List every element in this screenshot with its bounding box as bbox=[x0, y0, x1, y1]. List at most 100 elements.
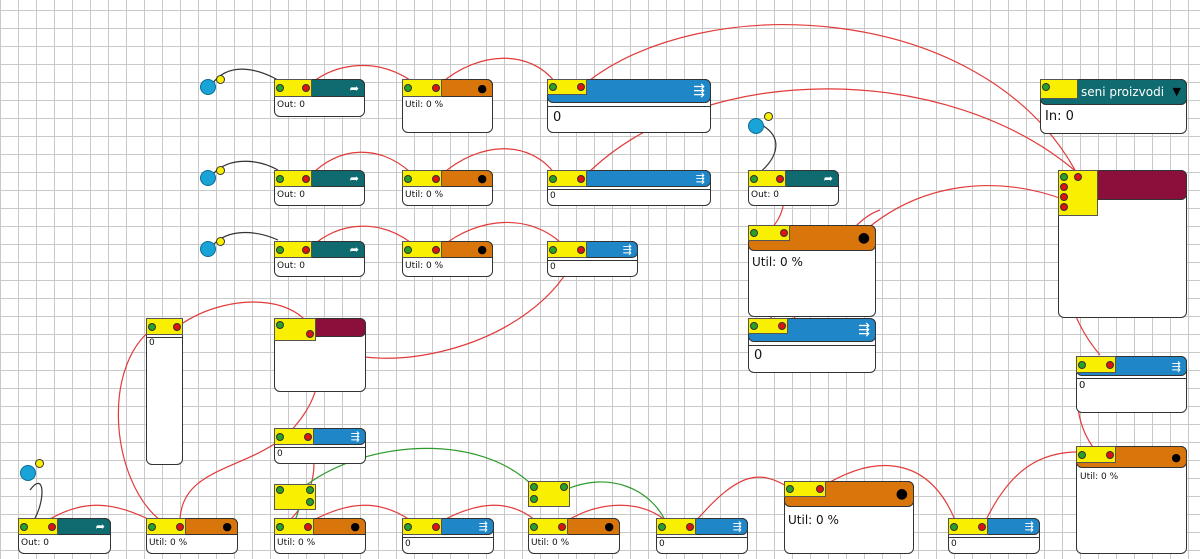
port-red[interactable] bbox=[1060, 183, 1068, 191]
queue-block-3[interactable]: ⇶ 0 bbox=[547, 241, 638, 277]
port-box[interactable] bbox=[656, 518, 696, 535]
processor-block-4[interactable]: ● Util: 0 % bbox=[748, 225, 876, 317]
port-red[interactable] bbox=[577, 175, 585, 183]
generator-block-2[interactable]: ➦ Out: 0 bbox=[274, 170, 365, 206]
source-knob-2[interactable] bbox=[216, 166, 225, 175]
port-box[interactable] bbox=[528, 518, 568, 535]
port-red[interactable] bbox=[432, 523, 440, 531]
processor-block-8[interactable]: ● Util: 0 % bbox=[784, 481, 914, 554]
source-node-4[interactable] bbox=[748, 118, 764, 134]
port-red[interactable] bbox=[1106, 361, 1114, 369]
queue-block-1[interactable]: ⇶ 0 bbox=[547, 79, 711, 133]
port-green[interactable] bbox=[404, 175, 412, 183]
processor-block-2[interactable]: ● Util: 0 % bbox=[402, 170, 493, 206]
port-green[interactable] bbox=[1042, 83, 1050, 91]
port-green[interactable] bbox=[404, 84, 412, 92]
processor-block-1[interactable]: ● Util: 0 % bbox=[402, 79, 493, 133]
port-red[interactable] bbox=[432, 84, 440, 92]
source-node-2[interactable] bbox=[200, 170, 216, 186]
queue-block-10[interactable]: 0 bbox=[146, 318, 183, 465]
port-green[interactable] bbox=[276, 84, 284, 92]
port-red[interactable] bbox=[432, 246, 440, 254]
port-red[interactable] bbox=[816, 485, 824, 493]
processor-block-6[interactable]: ● Util: 0 % bbox=[274, 518, 366, 554]
queue-block-6[interactable]: ⇶ 0 bbox=[274, 428, 366, 464]
source-knob-3[interactable] bbox=[216, 237, 225, 246]
generator-block-1[interactable]: ➦ Out: 0 bbox=[274, 79, 365, 117]
port-box[interactable] bbox=[402, 170, 442, 187]
port-green[interactable] bbox=[750, 322, 758, 330]
port-red[interactable] bbox=[306, 330, 314, 338]
port-green[interactable] bbox=[276, 486, 284, 494]
port-green[interactable] bbox=[276, 433, 284, 441]
port-red[interactable] bbox=[302, 84, 310, 92]
port-green[interactable] bbox=[549, 83, 557, 91]
splitter-block-1[interactable] bbox=[274, 484, 316, 510]
generator-block-4[interactable]: ➦ Out: 0 bbox=[748, 170, 839, 206]
queue-block-5[interactable]: ⇶ 0 bbox=[1076, 356, 1187, 413]
port-green[interactable] bbox=[750, 175, 758, 183]
port-green[interactable] bbox=[1060, 173, 1068, 181]
port-red[interactable] bbox=[176, 523, 184, 531]
port-red[interactable] bbox=[780, 229, 788, 237]
generator-block-5[interactable]: ➦ Out: 0 bbox=[18, 518, 111, 554]
port-green[interactable] bbox=[1078, 361, 1086, 369]
port-green[interactable] bbox=[549, 246, 557, 254]
port-green[interactable] bbox=[950, 523, 958, 531]
port-green[interactable] bbox=[404, 246, 412, 254]
port-red[interactable] bbox=[778, 322, 786, 330]
port-red[interactable] bbox=[173, 323, 181, 331]
port-green[interactable] bbox=[148, 323, 156, 331]
port-green[interactable] bbox=[658, 523, 666, 531]
port-red[interactable] bbox=[978, 523, 986, 531]
port-red[interactable] bbox=[302, 175, 310, 183]
queue-block-2[interactable]: ⇶ 0 bbox=[547, 170, 711, 206]
port-green[interactable] bbox=[530, 495, 538, 503]
processor-block-3[interactable]: ● Util: 0 % bbox=[402, 241, 493, 277]
port-red[interactable] bbox=[48, 523, 56, 531]
source-knob-1[interactable] bbox=[216, 75, 225, 84]
port-green[interactable] bbox=[530, 523, 538, 531]
port-red[interactable] bbox=[1060, 193, 1068, 201]
queue-block-4[interactable]: ⇶ 0 bbox=[748, 318, 876, 373]
source-node-3[interactable] bbox=[200, 241, 216, 257]
port-box[interactable] bbox=[146, 518, 186, 535]
port-red[interactable] bbox=[302, 246, 310, 254]
port-red[interactable] bbox=[577, 83, 585, 91]
port-green[interactable] bbox=[530, 483, 538, 491]
port-green[interactable] bbox=[276, 246, 284, 254]
port-green[interactable] bbox=[20, 523, 28, 531]
port-box[interactable] bbox=[274, 79, 312, 97]
queue-block-7[interactable]: ⇶ 0 bbox=[402, 518, 494, 554]
port-red[interactable] bbox=[776, 175, 784, 183]
port-green[interactable] bbox=[148, 523, 156, 531]
port-green[interactable] bbox=[276, 523, 284, 531]
port-green[interactable] bbox=[306, 486, 314, 494]
port-red[interactable] bbox=[558, 523, 566, 531]
processor-block-5[interactable]: ● Util: 0 % bbox=[146, 518, 238, 554]
port-red[interactable] bbox=[304, 433, 312, 441]
port-box[interactable] bbox=[274, 170, 312, 187]
source-node-1[interactable] bbox=[200, 79, 216, 95]
port-box[interactable] bbox=[948, 518, 988, 535]
splitter-block-2[interactable] bbox=[528, 481, 570, 507]
port-red[interactable] bbox=[1060, 203, 1068, 211]
source-node-5[interactable] bbox=[20, 465, 36, 481]
port-green[interactable] bbox=[786, 485, 794, 493]
assembly-block-2[interactable] bbox=[1058, 170, 1187, 318]
assembly-block-1[interactable] bbox=[274, 318, 366, 392]
source-knob-4[interactable] bbox=[764, 112, 773, 121]
port-box[interactable] bbox=[402, 518, 442, 535]
queue-block-9[interactable]: ⇶ 0 bbox=[948, 518, 1040, 554]
source-knob-5[interactable] bbox=[35, 459, 44, 468]
port-red[interactable] bbox=[686, 523, 694, 531]
port-green[interactable] bbox=[549, 175, 557, 183]
queue-block-8[interactable]: ⇶ 0 bbox=[656, 518, 748, 554]
port-red[interactable] bbox=[577, 246, 585, 254]
processor-block-9[interactable]: ● Util: 0 % bbox=[1076, 446, 1187, 554]
port-green[interactable] bbox=[750, 229, 758, 237]
port-box[interactable] bbox=[402, 79, 442, 97]
port-green[interactable] bbox=[1078, 451, 1086, 459]
processor-block-7[interactable]: ● Util: 0 % bbox=[528, 518, 620, 554]
generator-block-3[interactable]: ➦ Out: 0 bbox=[274, 241, 365, 277]
